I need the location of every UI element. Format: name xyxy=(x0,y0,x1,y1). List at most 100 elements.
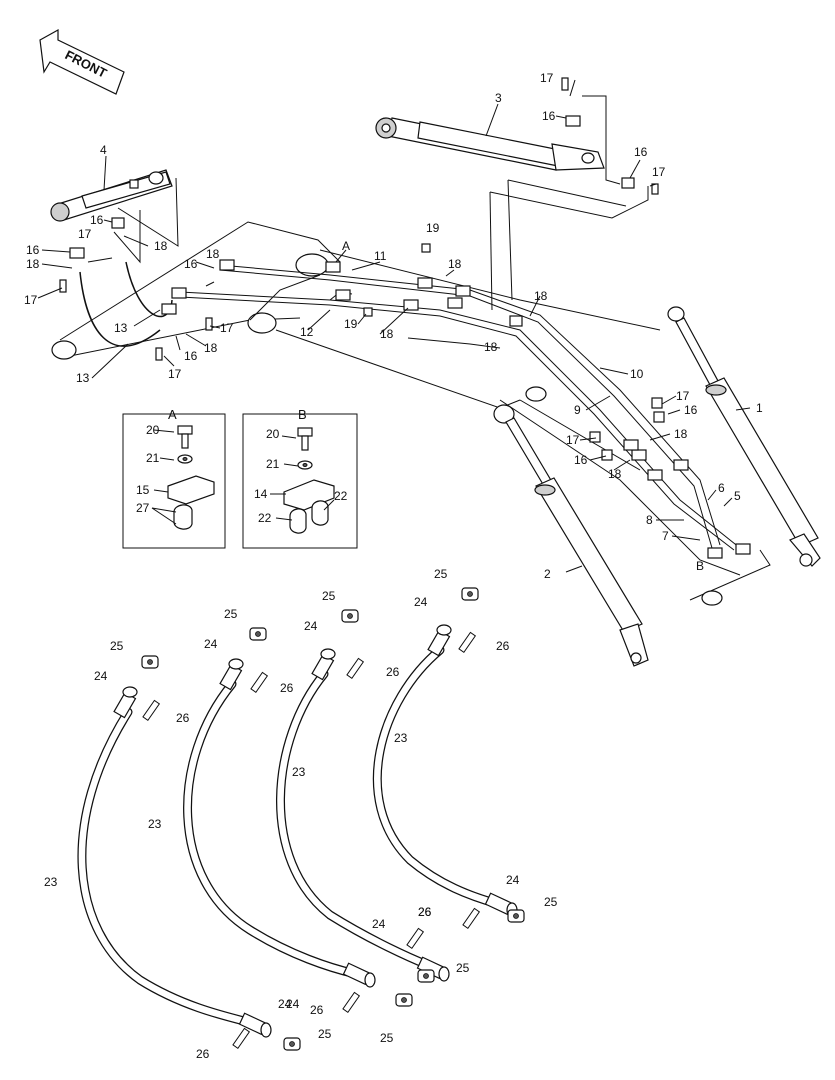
callout-24: 24 xyxy=(278,997,292,1011)
hose-end-icon xyxy=(260,1022,272,1038)
front-arrow-icon: FRONT xyxy=(39,28,125,95)
bolt-icon xyxy=(462,907,481,929)
callout-26: 26 xyxy=(310,1003,324,1017)
callout-detail-a: A xyxy=(342,239,350,253)
callout-17: 17 xyxy=(540,71,554,85)
bolt-icon xyxy=(250,671,269,693)
callout-13: 13 xyxy=(76,371,90,385)
callout-23: 23 xyxy=(148,817,162,831)
callout-20: 20 xyxy=(146,423,160,437)
hose-23 xyxy=(184,680,360,978)
callout-1: 1 xyxy=(756,401,763,415)
callout-25: 25 xyxy=(318,1027,332,1041)
callout-17: 17 xyxy=(220,321,234,335)
callout-26: 26 xyxy=(196,1047,210,1061)
hose-end-icon xyxy=(122,686,138,698)
hose-assemblies: 25 24 26 23 24 26 25 25 24 26 23 24 26 25 25 24 26 23 24 26… xyxy=(44,567,558,1061)
callout-25: 25 xyxy=(380,1031,394,1045)
hose-end-icon xyxy=(364,972,376,988)
callout-17: 17 xyxy=(676,389,690,403)
callout-18: 18 xyxy=(484,340,498,354)
callout-22: 22 xyxy=(258,511,272,525)
inset-detail-b: B 20 21 14 22 22 xyxy=(242,407,358,549)
inset-a-title: A xyxy=(168,407,177,422)
hose-assembly: 25 24 26 23 24 26 25 xyxy=(44,639,332,1061)
callout-17: 17 xyxy=(168,367,182,381)
fitting-outlines xyxy=(113,95,649,311)
callout-24: 24 xyxy=(506,873,520,887)
callout-18: 18 xyxy=(26,257,40,271)
callout-25: 25 xyxy=(224,607,238,621)
callout-18: 18 xyxy=(674,427,688,441)
hose-end-icon xyxy=(228,658,244,670)
callout-17: 17 xyxy=(566,433,580,447)
callout-16: 16 xyxy=(542,109,556,123)
callout-24: 24 xyxy=(286,997,300,1011)
callout-3: 3 xyxy=(495,91,502,105)
callout-25: 25 xyxy=(544,895,558,909)
callout-26: 26 xyxy=(280,681,294,695)
callout-4: 4 xyxy=(100,143,107,157)
callout-23: 23 xyxy=(394,731,408,745)
callout-23: 23 xyxy=(44,875,58,889)
callout-17: 17 xyxy=(24,293,38,307)
callout-18: 18 xyxy=(380,327,394,341)
callout-16: 16 xyxy=(634,145,648,159)
callout-26: 26 xyxy=(418,905,432,919)
callout-17: 17 xyxy=(78,227,92,241)
bolt-icon xyxy=(142,699,161,721)
callout-26: 26 xyxy=(176,711,190,725)
bolt-icon xyxy=(232,1027,251,1049)
bolt-icon xyxy=(346,657,365,679)
callout-19: 19 xyxy=(426,221,440,235)
callout-13: 13 xyxy=(114,321,128,335)
cylinder-1 xyxy=(667,306,821,567)
inset-b-title: B xyxy=(298,407,307,422)
callout-8: 8 xyxy=(646,513,653,527)
callout-17: 17 xyxy=(652,165,666,179)
hose-23 xyxy=(374,646,502,908)
hose-assembly: 25 24 26 23 24 26 25 xyxy=(372,567,558,929)
callout-18: 18 xyxy=(206,247,220,261)
hose-end-icon xyxy=(438,966,450,982)
callout-2: 2 xyxy=(544,567,551,581)
callout-21: 21 xyxy=(146,451,160,465)
hydraulic-pipes xyxy=(179,264,741,551)
hose-end-icon xyxy=(320,648,336,660)
callout-25: 25 xyxy=(322,589,336,603)
callout-16: 16 xyxy=(684,403,698,417)
hose-23 xyxy=(277,670,434,970)
callout-25: 25 xyxy=(456,961,470,975)
inset-detail-a: A 20 21 15 27 xyxy=(122,407,226,549)
callout-25: 25 xyxy=(434,567,448,581)
pipe-clamps xyxy=(161,259,751,559)
callout-16: 16 xyxy=(574,453,588,467)
callout-26: 26 xyxy=(496,639,510,653)
clamp-insert-icon xyxy=(289,508,307,534)
bolt-icon xyxy=(342,991,361,1013)
callout-16: 16 xyxy=(184,349,198,363)
bolt-icon xyxy=(177,425,193,449)
small-fittings xyxy=(59,77,665,461)
callout-24: 24 xyxy=(304,619,318,633)
cylinder-4 xyxy=(50,169,173,222)
hose-assembly: 25 24 26 23 24 26 25 xyxy=(276,589,470,983)
callout-25: 25 xyxy=(110,639,124,653)
clamp-insert-icon xyxy=(311,500,329,526)
bolt-icon xyxy=(458,631,477,653)
upper-callouts: 17 3 16 16 17 4 16 18 17 16 18 17 16 18 … xyxy=(24,71,763,581)
callout-24: 24 xyxy=(372,917,386,931)
callout-18: 18 xyxy=(608,467,622,481)
callout-24: 24 xyxy=(204,637,218,651)
callout-18: 18 xyxy=(534,289,548,303)
clamp-insert-icon xyxy=(173,504,193,530)
callout-24: 24 xyxy=(414,595,428,609)
hose-assembly: 25 24 26 23 24 26 25 xyxy=(148,607,413,1045)
callout-7: 7 xyxy=(662,529,669,543)
callout-16: 16 xyxy=(184,257,198,271)
callout-14: 14 xyxy=(254,487,268,501)
callout-11: 11 xyxy=(374,249,387,263)
callout-12: 12 xyxy=(300,325,314,339)
callout-9: 9 xyxy=(574,403,581,417)
